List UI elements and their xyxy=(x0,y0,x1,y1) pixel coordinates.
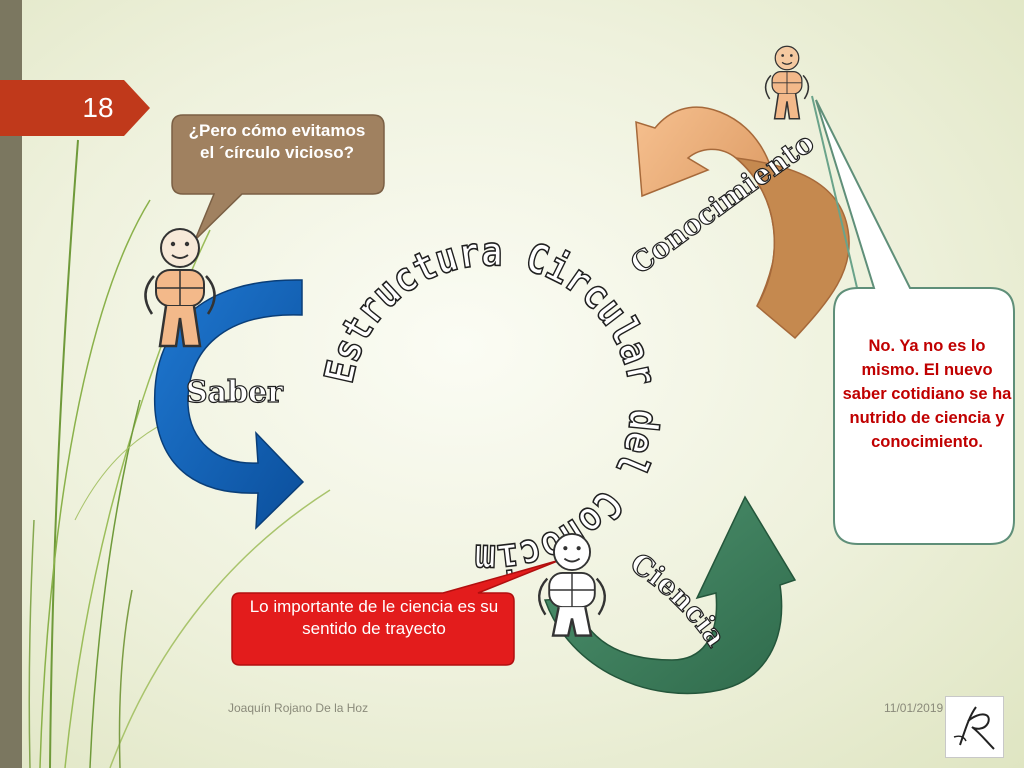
left-sidebar-bar xyxy=(0,0,22,768)
footer-date: 11/01/2019 xyxy=(884,701,944,715)
person-figure-icon xyxy=(538,532,606,637)
question-callout-text: ¿Pero cómo evitamos el ´círculo vicioso? xyxy=(188,121,366,162)
answer-callout xyxy=(811,95,1015,545)
person-figure-icon xyxy=(144,228,216,348)
science-callout xyxy=(231,559,561,666)
footer-author: Joaquín Rojano De la Hoz xyxy=(228,701,369,715)
person-figure-icon xyxy=(764,45,810,120)
circular-title: Estructura Circular del Conocimiento xyxy=(0,0,667,582)
label-saber: Saber xyxy=(186,375,284,410)
science-callout-text: Lo importante de le ciencia es su sentid… xyxy=(249,597,499,638)
answer-callout-text: No. Ya no es lo mismo. El nuevo saber co… xyxy=(842,337,1012,451)
question-callout xyxy=(171,114,385,241)
signature-logo-icon xyxy=(945,696,1004,758)
ciencia-arrow xyxy=(543,495,797,695)
slide-number: 18 xyxy=(82,92,114,123)
conocimiento-arrow xyxy=(635,106,850,340)
slide-number-badge xyxy=(0,80,150,136)
